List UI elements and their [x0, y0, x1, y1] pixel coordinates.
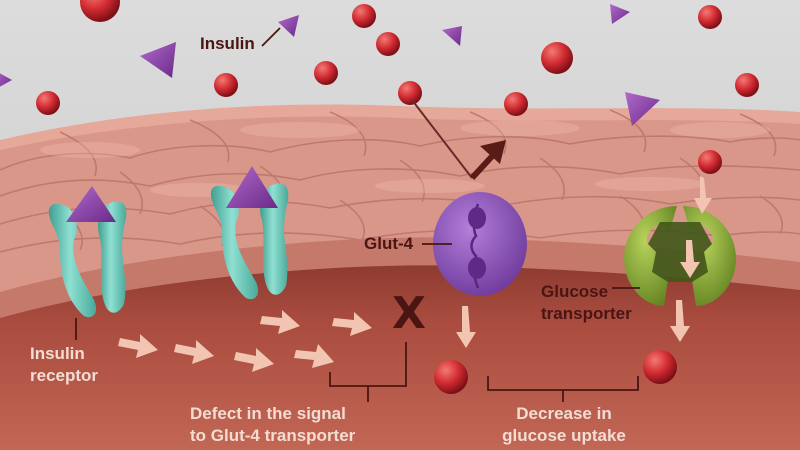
insulin-molecule [140, 42, 176, 78]
glucose-molecule [398, 81, 422, 105]
glucose-molecules [36, 0, 759, 394]
glut4-transporter [433, 192, 527, 296]
glut4-label: Glut-4 [364, 234, 414, 253]
glucose-transporter-label-line1: Glucose [541, 282, 609, 301]
insulin-receptor [210, 166, 289, 300]
glucose-entry-arrows [456, 176, 712, 348]
glucose-molecule [314, 61, 338, 85]
insulin-molecule [278, 15, 299, 37]
defect-label-line2: to Glut-4 transporter [190, 426, 356, 445]
insulin-molecules [0, 4, 660, 126]
glucose-molecule [352, 4, 376, 28]
bound-insulin [226, 166, 278, 208]
signal-arrows [118, 310, 372, 372]
leader-lines [75, 27, 640, 402]
insulin-receptor [48, 186, 127, 318]
insulin-molecule [442, 26, 462, 46]
insulin-receptor-label-line2: receptor [30, 366, 99, 385]
glucose-molecule [214, 73, 238, 97]
glucose-molecule [643, 350, 677, 384]
decrease-label-line1: Decrease in [516, 404, 612, 423]
glucose-molecule [376, 32, 400, 56]
insulin-label: Insulin [200, 34, 255, 53]
cytoplasm [0, 265, 800, 450]
glucose-molecule [698, 150, 722, 174]
deflection-arrow [411, 99, 506, 181]
glucose-molecule [434, 360, 468, 394]
insulin-molecule [0, 73, 12, 87]
glucose-transporter-label-line2: transporter [541, 304, 632, 323]
glucose-molecule [504, 92, 528, 116]
bound-insulin [66, 186, 116, 222]
insulin-molecule [625, 92, 660, 126]
glucose-molecule [735, 73, 759, 97]
decrease-label-line2: glucose uptake [502, 426, 626, 445]
insulin-molecule [610, 4, 630, 24]
cell-membrane [0, 237, 800, 318]
glucose-molecule [541, 42, 573, 74]
insulin-receptor-label-line1: Insulin [30, 344, 85, 363]
defect-label-line1: Defect in the signal [190, 404, 346, 423]
glucose-molecule [698, 5, 722, 29]
glucose-molecule [36, 91, 60, 115]
blocked-signal-mark: X [392, 288, 426, 339]
glucose-molecule [80, 0, 120, 22]
